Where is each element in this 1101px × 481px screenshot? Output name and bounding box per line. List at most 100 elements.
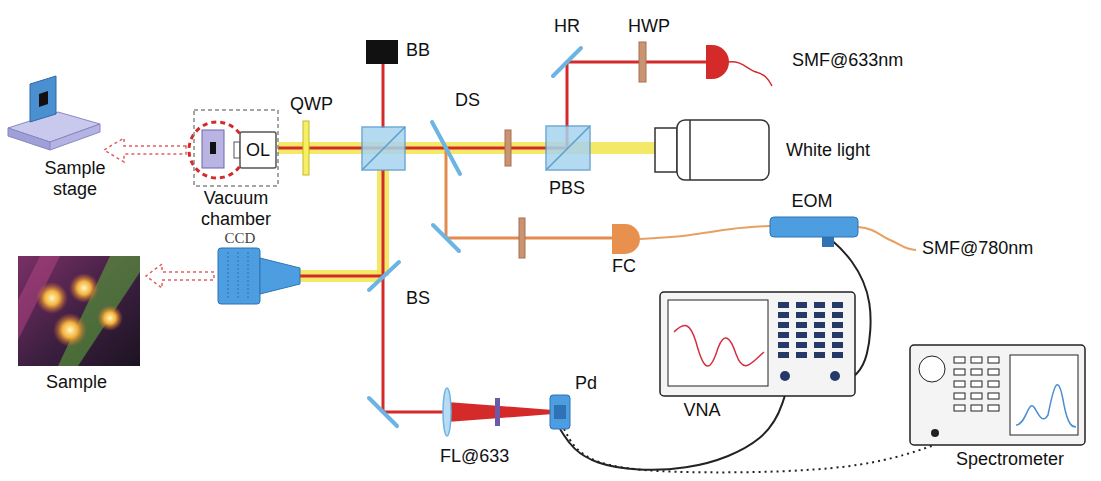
spectrometer-instrument-outline xyxy=(988,393,999,399)
laser-633-beam xyxy=(382,64,385,128)
network-analyzer-outline xyxy=(780,371,790,381)
objective-lens: OL xyxy=(240,132,276,168)
fiber-coupler-outline xyxy=(612,224,640,254)
sample-stage-icon xyxy=(50,124,100,150)
spectrometer-instrument-outline xyxy=(988,405,999,411)
sample-image xyxy=(53,313,87,347)
zoom-circle xyxy=(189,122,245,178)
beam-block xyxy=(366,40,398,64)
ccd-camera-outline xyxy=(228,252,229,300)
network-analyzer-outline xyxy=(674,325,764,366)
sample-image xyxy=(18,256,140,366)
network-analyzer-outline xyxy=(814,352,825,358)
laser-633-beam xyxy=(383,411,447,414)
network-analyzer-shape xyxy=(660,292,855,396)
laser-780-beam xyxy=(445,148,448,238)
network-analyzer-outline xyxy=(796,302,807,308)
sample-image xyxy=(97,305,123,331)
vacuum-chamber-outline xyxy=(194,110,278,186)
laser-633-beam xyxy=(278,62,706,422)
spectrometer-instrument-outline xyxy=(971,369,982,375)
ccd-camera-outline xyxy=(238,252,239,300)
dotted-arrow xyxy=(104,138,186,162)
node-label: Pd xyxy=(575,373,597,394)
spectrometer-instrument-outline xyxy=(971,381,982,387)
network-analyzer-outline xyxy=(660,292,855,396)
spectrometer-instrument-outline xyxy=(910,345,1085,445)
sample-stage-icon xyxy=(30,76,56,122)
photodetector-shape xyxy=(550,395,570,429)
network-analyzer-outline xyxy=(830,371,840,381)
photodetector: Pd xyxy=(550,395,570,429)
fiber-coupler-633 xyxy=(706,45,729,79)
mirror xyxy=(553,48,581,76)
vacuum-chamber: Vacuum chamberOL xyxy=(194,110,278,186)
photodetector-outline xyxy=(550,395,570,429)
ccd-camera-shape xyxy=(218,248,300,304)
network-analyzer-outline xyxy=(778,322,789,328)
spectrometer-instrument-outline xyxy=(954,393,965,399)
vacuum-chamber-outline xyxy=(194,110,278,186)
white-light-source xyxy=(655,120,769,180)
fiber-780 xyxy=(858,227,916,250)
network-analyzer: VNA xyxy=(660,292,855,396)
spectrometer-instrument-outline xyxy=(988,369,999,375)
node-label: Spectrometer xyxy=(956,449,1064,470)
network-analyzer-outline xyxy=(796,322,807,328)
spectrometer-instrument-outline xyxy=(931,429,939,437)
ccd-camera-outline xyxy=(218,248,260,304)
network-analyzer-outline xyxy=(778,302,789,308)
beam-splitter-cube xyxy=(362,127,405,170)
photodetector-outline xyxy=(550,395,570,429)
objective-lens-outline xyxy=(234,142,240,158)
spectrometer-instrument-outline xyxy=(988,381,999,387)
objective-lens-outline xyxy=(234,132,276,168)
part-label: HWP xyxy=(628,16,670,37)
mirror xyxy=(369,262,399,290)
part-label: DS xyxy=(455,90,480,111)
fiber-780 xyxy=(858,227,916,250)
laser-633-beam xyxy=(278,147,567,150)
mirror xyxy=(369,398,397,426)
fiber-coupler-outline xyxy=(612,224,640,254)
sample-stage-icon xyxy=(39,91,48,107)
optical-fiber xyxy=(640,226,770,239)
ccd-camera-outline xyxy=(260,258,300,294)
beam-splitter-cube xyxy=(362,127,405,170)
spectrometer-instrument-outline xyxy=(971,393,982,399)
part-label: PBS xyxy=(549,178,585,199)
wave-plate xyxy=(303,121,309,175)
part-label: SMF@780nm xyxy=(922,238,1033,259)
network-analyzer-outline xyxy=(778,312,789,318)
objective-lens-outline xyxy=(240,132,276,168)
fiber-coupler: FC xyxy=(612,224,640,254)
network-analyzer-outline xyxy=(778,352,789,358)
wave-plate xyxy=(505,130,511,166)
ccd-camera: CCD xyxy=(218,248,300,304)
beam-splitter-cube xyxy=(546,126,590,170)
network-analyzer-outline xyxy=(796,312,807,318)
spectrometer-instrument-outline xyxy=(971,405,982,411)
zoom-circle xyxy=(189,122,245,178)
beam-splitter-cube xyxy=(362,126,590,170)
vacuum-chamber-outline xyxy=(202,130,224,168)
lens-filter xyxy=(495,398,500,426)
network-analyzer-outline xyxy=(832,352,843,358)
sample-image xyxy=(69,273,99,303)
laser-633-beam xyxy=(567,61,706,64)
sample-image xyxy=(18,256,140,366)
dotted-arrow xyxy=(146,264,214,288)
network-analyzer-outline xyxy=(832,332,843,338)
wave-plate xyxy=(303,42,646,258)
spectrometer-instrument-outline xyxy=(954,381,965,387)
electro-optic-modulator-outline xyxy=(770,217,858,247)
part-label: QWP xyxy=(290,94,333,115)
spectrometer-instrument-outline xyxy=(954,369,965,375)
beam-block xyxy=(366,40,398,64)
network-analyzer-outline xyxy=(778,332,789,338)
network-analyzer-outline xyxy=(814,332,825,338)
network-analyzer-outline xyxy=(796,342,807,348)
spectrometer-instrument-outline xyxy=(910,345,1085,445)
dotted-cable xyxy=(564,429,935,472)
